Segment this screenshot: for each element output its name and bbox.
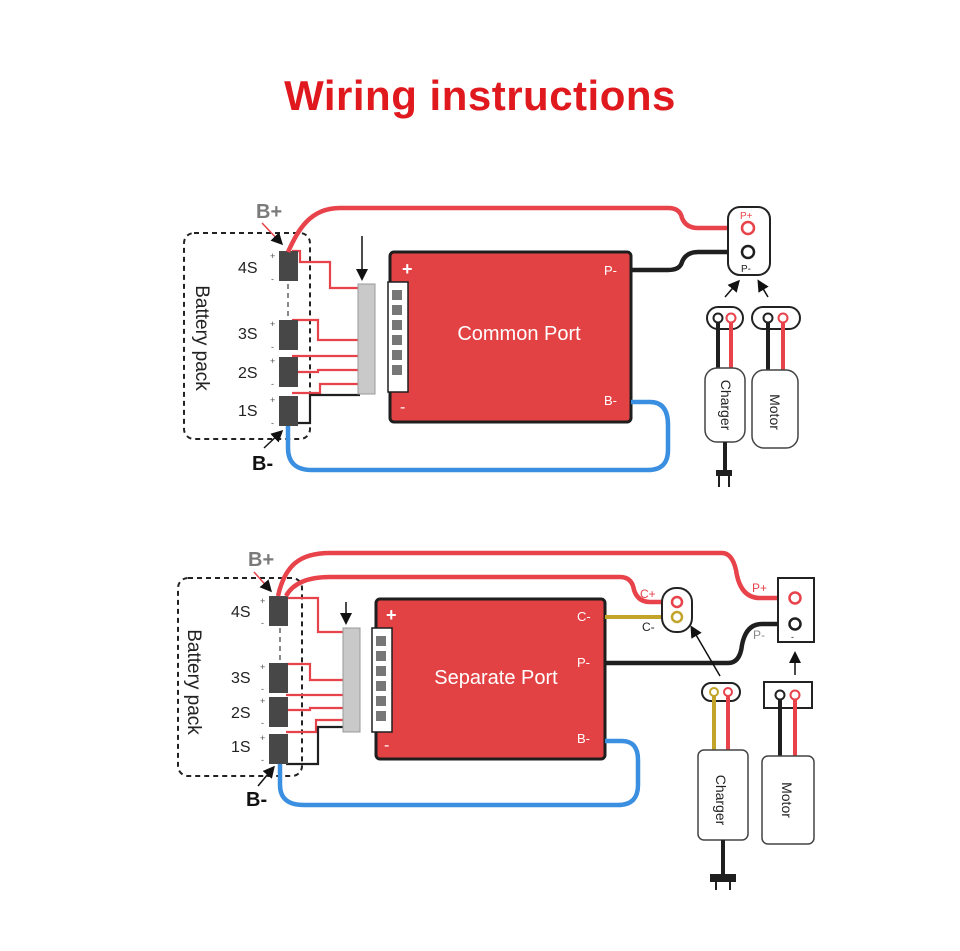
svg-text:+: + — [260, 596, 265, 606]
svg-text:-: - — [261, 618, 264, 628]
charger-label: Charger — [713, 775, 729, 826]
cell-label-3s: 3S — [238, 326, 258, 343]
svg-text:+: + — [260, 733, 265, 743]
page-title: Wiring instructions — [284, 72, 676, 119]
cell-label-1s: 1S — [231, 739, 251, 756]
board-minus: - — [400, 399, 405, 416]
common-port-diagram: Battery pack + - + - + - + - 4S 3S 2S 1S — [183, 201, 801, 487]
b-plus-wire — [285, 205, 746, 253]
charger-label: Charger — [718, 380, 734, 431]
board-label: Common Port — [457, 323, 581, 345]
board-plus: + — [386, 605, 397, 625]
balance-wire-b-minus — [292, 393, 360, 425]
svg-text:-: - — [271, 274, 274, 284]
board-label: Separate Port — [434, 667, 558, 689]
board-plus: + — [402, 259, 413, 279]
svg-text:-: - — [261, 718, 264, 728]
svg-text:-: - — [261, 684, 264, 694]
b-plus-label: B+ — [248, 549, 274, 571]
port-p-minus: P- — [741, 264, 751, 275]
cell-3s — [269, 663, 288, 693]
cell-1s — [269, 734, 288, 764]
port-p-plus: P+ — [740, 211, 753, 222]
cell-4s — [279, 251, 298, 281]
svg-text:-: - — [271, 418, 274, 428]
board-b-minus: B- — [604, 393, 617, 408]
balance-wire-2s-b — [292, 368, 360, 374]
svg-text:-: - — [261, 755, 264, 765]
cell-label-4s: 4S — [238, 260, 258, 277]
svg-text:+: + — [260, 696, 265, 706]
port-p-minus: P- — [753, 628, 765, 642]
discharge-port — [777, 577, 815, 643]
port-c-minus: C- — [642, 620, 655, 634]
motor-box — [751, 369, 799, 449]
cell-3s — [279, 320, 298, 350]
balance-connector — [342, 627, 361, 733]
output-port — [727, 206, 771, 276]
p-minus-wire — [631, 249, 746, 273]
board-c-minus: C- — [577, 609, 591, 624]
b-minus-label: B- — [246, 789, 267, 811]
svg-text:+: + — [270, 319, 275, 329]
cell-4s — [269, 596, 288, 626]
cell-2s — [279, 357, 298, 387]
motor-label: Motor — [779, 782, 795, 818]
motor-box — [761, 755, 815, 845]
separate-port-diagram: Battery pack + - + - + - + - 4S 3S 2S 1S + -… — [177, 549, 815, 890]
svg-text:-: - — [271, 342, 274, 352]
svg-text:+: + — [270, 251, 275, 261]
board-minus: - — [384, 737, 389, 754]
cell-label-3s: 3S — [231, 670, 251, 687]
battery-pack-frame — [177, 577, 303, 777]
b-minus-blue-wire — [285, 399, 671, 473]
balance-wire-3s — [292, 318, 360, 342]
balance-wire-1s — [292, 382, 360, 395]
svg-text:-: - — [271, 379, 274, 389]
board-p-minus: P- — [577, 655, 590, 670]
board-p-minus: P- — [604, 263, 617, 278]
battery-pack-label: Battery pack — [183, 629, 204, 735]
svg-text:+: + — [270, 395, 275, 405]
svg-text:+: + — [270, 356, 275, 366]
cell-label-4s: 4S — [231, 604, 251, 621]
svg-text:+: + — [260, 662, 265, 672]
b-plus-label: B+ — [256, 201, 282, 223]
cell-label-2s: 2S — [231, 705, 251, 722]
port-c-plus: C+ — [640, 587, 656, 601]
motor-label: Motor — [767, 394, 783, 430]
cell-label-2s: 2S — [238, 365, 258, 382]
svg-text:-: - — [791, 632, 794, 642]
cell-2s — [269, 697, 288, 727]
board-b-minus: B- — [577, 731, 590, 746]
cell-1s — [279, 396, 298, 426]
b-minus-label: B- — [252, 453, 273, 475]
charge-port — [661, 587, 693, 633]
cell-label-1s: 1S — [238, 403, 258, 420]
balance-wire-4s — [292, 249, 360, 290]
battery-pack-label: Battery pack — [191, 285, 212, 391]
port-p-plus: P+ — [752, 581, 767, 595]
balance-connector — [357, 283, 376, 395]
